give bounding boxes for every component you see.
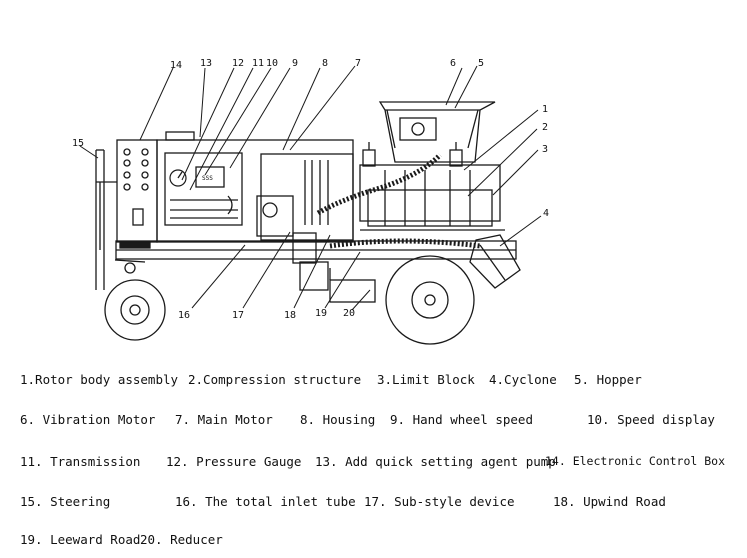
legend-row-3: 11. Transmission 12. Pressure Gauge 13. … <box>0 454 747 474</box>
legend-item: 9. Hand wheel speed <box>390 412 533 427</box>
legend-item: 14. Electronic Control Box <box>545 454 726 468</box>
legend-item: 1.Rotor body assembly <box>20 372 179 387</box>
control-box <box>116 139 158 243</box>
housing <box>156 131 354 291</box>
callout-20: 20 <box>343 308 355 319</box>
legend-item: 10. Speed display <box>587 412 715 427</box>
callout-2: 2 <box>542 122 548 133</box>
legend-item: 20. Reducer <box>140 532 223 547</box>
legend-item: 16. The total inlet tube <box>175 494 356 509</box>
legend-row-4: 15. Steering 16. The total inlet tube 17… <box>0 494 747 514</box>
legend-item: 15. Steering <box>20 494 111 509</box>
legend-item: 8. Housing <box>300 412 376 427</box>
legend-row-2: 6. Vibration Motor 7. Main Motor 8. Hous… <box>0 412 747 432</box>
hopper <box>378 101 496 163</box>
callout-18: 18 <box>284 310 296 321</box>
callout-4: 4 <box>543 208 549 219</box>
legend-item: 7. Main Motor <box>175 412 273 427</box>
rear-wheel <box>385 255 475 345</box>
cyclone <box>469 234 521 289</box>
callout-9: 9 <box>292 58 298 69</box>
legend-item: 12. Pressure Gauge <box>166 454 302 469</box>
callout-12: 12 <box>232 58 244 69</box>
callout-13: 13 <box>200 58 212 69</box>
parts-legend: 1.Rotor body assembly 2.Compression stru… <box>0 360 747 558</box>
hose-upper <box>316 153 442 216</box>
legend-item: 18. Upwind Road <box>553 494 666 509</box>
callout-numbers: 1 2 3 4 5 6 7 8 9 10 11 12 13 14 15 16 1… <box>72 58 549 321</box>
legend-row-5: 19. Leeward Road 20. Reducer <box>0 532 747 552</box>
callout-19: 19 <box>315 308 327 319</box>
legend-item: 17. Sub-style device <box>364 494 515 509</box>
callout-17: 17 <box>232 310 244 321</box>
legend-item: 19. Leeward Road <box>20 532 141 547</box>
callout-7: 7 <box>355 58 361 69</box>
machine-diagram: SSS 1 2 3 4 5 6 7 8 9 10 11 12 13 14 15 … <box>72 58 549 345</box>
legend-item: 3.Limit Block <box>377 372 475 387</box>
steering-handle <box>95 149 117 290</box>
legend-item: 13. Add quick setting agent pump <box>315 454 556 469</box>
callout-11: 11 <box>252 58 264 69</box>
legend-item: 11. Transmission <box>20 454 141 469</box>
callout-16: 16 <box>178 310 190 321</box>
callout-15: 15 <box>72 138 84 149</box>
reducer <box>329 268 376 303</box>
hose-lower <box>329 238 481 249</box>
callout-1: 1 <box>542 104 548 115</box>
legend-row-1: 1.Rotor body assembly 2.Compression stru… <box>0 372 747 392</box>
legend-item: 6. Vibration Motor <box>20 412 156 427</box>
callout-10: 10 <box>266 58 278 69</box>
legend-item: 2.Compression structure <box>188 372 362 387</box>
legend-item: 5. Hopper <box>574 372 642 387</box>
front-wheel <box>104 262 166 341</box>
callout-3: 3 <box>542 144 548 155</box>
leader-lines <box>79 65 542 311</box>
callout-6: 6 <box>450 58 456 69</box>
callout-5: 5 <box>478 58 484 69</box>
speed-display-text: SSS <box>202 175 213 182</box>
legend-item: 4.Cyclone <box>489 372 557 387</box>
callout-8: 8 <box>322 58 328 69</box>
callout-14: 14 <box>170 60 182 71</box>
